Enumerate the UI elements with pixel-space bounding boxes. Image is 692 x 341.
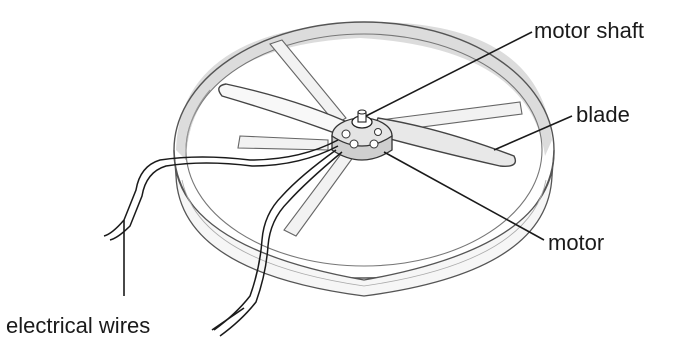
label-motor-shaft: motor shaft (534, 20, 644, 42)
leader-wires-right (212, 308, 244, 330)
label-blade: blade (576, 104, 630, 126)
leader-blade (494, 116, 572, 150)
leader-motor (384, 152, 544, 240)
label-electrical-wires: electrical wires (6, 315, 150, 337)
label-motor: motor (548, 232, 604, 254)
